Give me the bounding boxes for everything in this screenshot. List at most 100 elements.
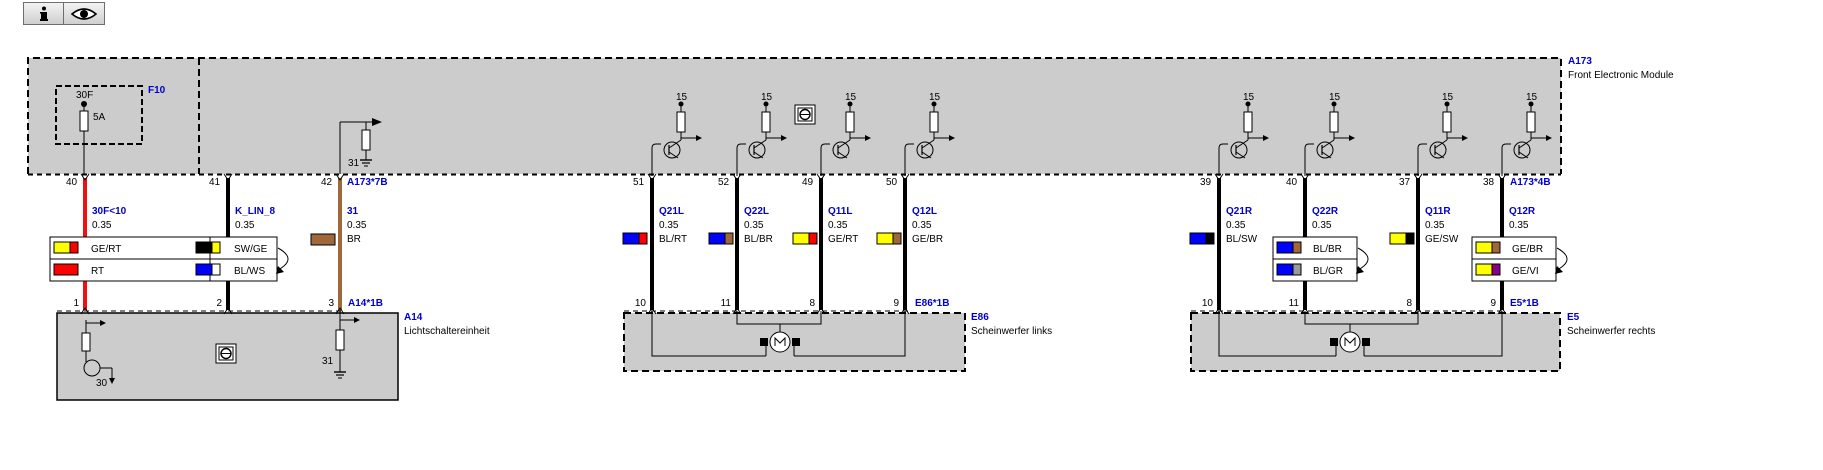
supply-15-label: 15 <box>1329 92 1341 103</box>
connector-e86-1b[interactable]: E86*1B <box>915 298 949 309</box>
pin-top: 40 <box>66 177 78 188</box>
battery-30-label: 30 <box>96 378 108 389</box>
wire-signal[interactable]: Q21R <box>1226 206 1253 217</box>
connector-a173-4b[interactable]: A173*4B <box>1510 177 1551 188</box>
supply-15-label: 15 <box>1243 92 1255 103</box>
driver-transistor: 15 <box>736 92 787 176</box>
wire-size: 0.35 <box>92 220 112 231</box>
pin-bottom: 8 <box>1406 298 1412 309</box>
pin-bottom: 1 <box>73 298 79 309</box>
motor-right-headlamp <box>1218 311 1503 357</box>
connector-e5-1b[interactable]: E5*1B <box>1510 298 1539 309</box>
color-swatch <box>622 232 648 245</box>
fuse-f10: 30F 5A F10 <box>55 85 166 174</box>
option-swatch <box>1276 241 1302 254</box>
wire-color: BL/SW <box>1226 234 1258 245</box>
supply-15-label: 15 <box>845 92 857 103</box>
option-swatch <box>53 241 79 254</box>
connector-a173-7b[interactable]: A173*7B <box>347 177 388 188</box>
motor-left-headlamp <box>651 311 906 357</box>
wire-color: GE/SW <box>1425 234 1459 245</box>
pin-bottom: 10 <box>635 298 647 309</box>
fuse-rating: 5A <box>93 112 106 123</box>
wire-q22r-options[interactable]: BL/BR BL/GR <box>1272 236 1369 282</box>
headlamp-motors <box>651 311 1503 357</box>
module-a173-id[interactable]: A173 <box>1568 56 1592 67</box>
driver-transistor: 15 <box>820 92 871 176</box>
wire-signal[interactable]: Q22R <box>1312 206 1339 217</box>
pin-top: 41 <box>209 177 221 188</box>
color-swatch <box>1389 232 1415 245</box>
wire-size: 0.35 <box>235 220 255 231</box>
option-swatch <box>1276 263 1302 276</box>
wire-signal[interactable]: Q11R <box>1425 206 1451 217</box>
wire-signal[interactable]: 30F<10 <box>92 206 127 217</box>
wire-size: 0.35 <box>347 220 367 231</box>
info-icon <box>40 6 48 21</box>
option-label: BL/GR <box>1313 266 1343 277</box>
module-a14: A14 Lichtschaltereinheit 30 31 <box>56 310 490 401</box>
pin-top: 39 <box>1200 177 1212 188</box>
driver-transistor: 15 <box>904 92 955 176</box>
fuse-terminal-label: 30F <box>76 90 93 101</box>
steering-wheel-icon <box>794 104 816 125</box>
wire-signal[interactable]: Q11L <box>828 206 852 217</box>
wire-signal[interactable]: Q12R <box>1509 206 1536 217</box>
wire-size: 0.35 <box>828 220 848 231</box>
wire-signal[interactable]: K_LIN_8 <box>235 206 275 217</box>
option-label: GE/RT <box>91 244 121 255</box>
driver-transistor: 15 <box>1417 92 1468 176</box>
module-e5-id[interactable]: E5 <box>1567 312 1580 323</box>
wire-color: BL/BR <box>744 234 773 245</box>
color-swatch <box>876 232 902 245</box>
view-toggle-button[interactable] <box>63 2 105 25</box>
color-swatch <box>1189 232 1215 245</box>
ground-31-a14-label: 31 <box>322 356 334 367</box>
option-label: BL/WS <box>234 266 265 277</box>
option-swatch <box>195 263 221 276</box>
option-label: SW/GE <box>234 244 268 255</box>
wire-signal[interactable]: Q12L <box>912 206 937 217</box>
module-e86-name: Scheinwerfer links <box>971 326 1052 337</box>
wire-signal[interactable]: 31 <box>347 206 359 217</box>
wire-signal[interactable]: Q22L <box>744 206 769 217</box>
pin-bottom: 11 <box>1289 298 1300 309</box>
driver-transistor: 15 <box>1304 92 1355 176</box>
driver-transistor: 15 <box>1218 92 1269 176</box>
color-swatch <box>792 232 818 245</box>
fuse-id[interactable]: F10 <box>148 85 166 96</box>
wire-signal[interactable]: Q21L <box>659 206 684 217</box>
module-a14-id[interactable]: A14 <box>404 312 423 323</box>
supply-15-label: 15 <box>761 92 773 103</box>
connector-a14-1b[interactable]: A14*1B <box>348 298 383 309</box>
module-a14-name: Lichtschaltereinheit <box>404 326 490 337</box>
pin-bottom: 9 <box>893 298 899 309</box>
pin-top: 50 <box>886 177 898 188</box>
a173-ground-resistor: 31 <box>339 118 382 174</box>
pin-top: 52 <box>718 177 730 188</box>
pin-top: 37 <box>1399 177 1411 188</box>
wire-color: GE/RT <box>828 234 858 245</box>
supply-15-label: 15 <box>1526 92 1538 103</box>
pin-bottom: 2 <box>216 298 222 309</box>
module-e86-id[interactable]: E86 <box>971 312 989 323</box>
color-swatch <box>310 233 336 246</box>
driver-transistor: 15 <box>1501 92 1552 176</box>
option-label: BL/BR <box>1313 244 1342 255</box>
wire-size: 0.35 <box>659 220 679 231</box>
ground-31-label: 31 <box>348 158 360 169</box>
pin-top: 38 <box>1483 177 1495 188</box>
option-label: GE/VI <box>1512 266 1539 277</box>
wire-color: BR <box>347 234 361 245</box>
